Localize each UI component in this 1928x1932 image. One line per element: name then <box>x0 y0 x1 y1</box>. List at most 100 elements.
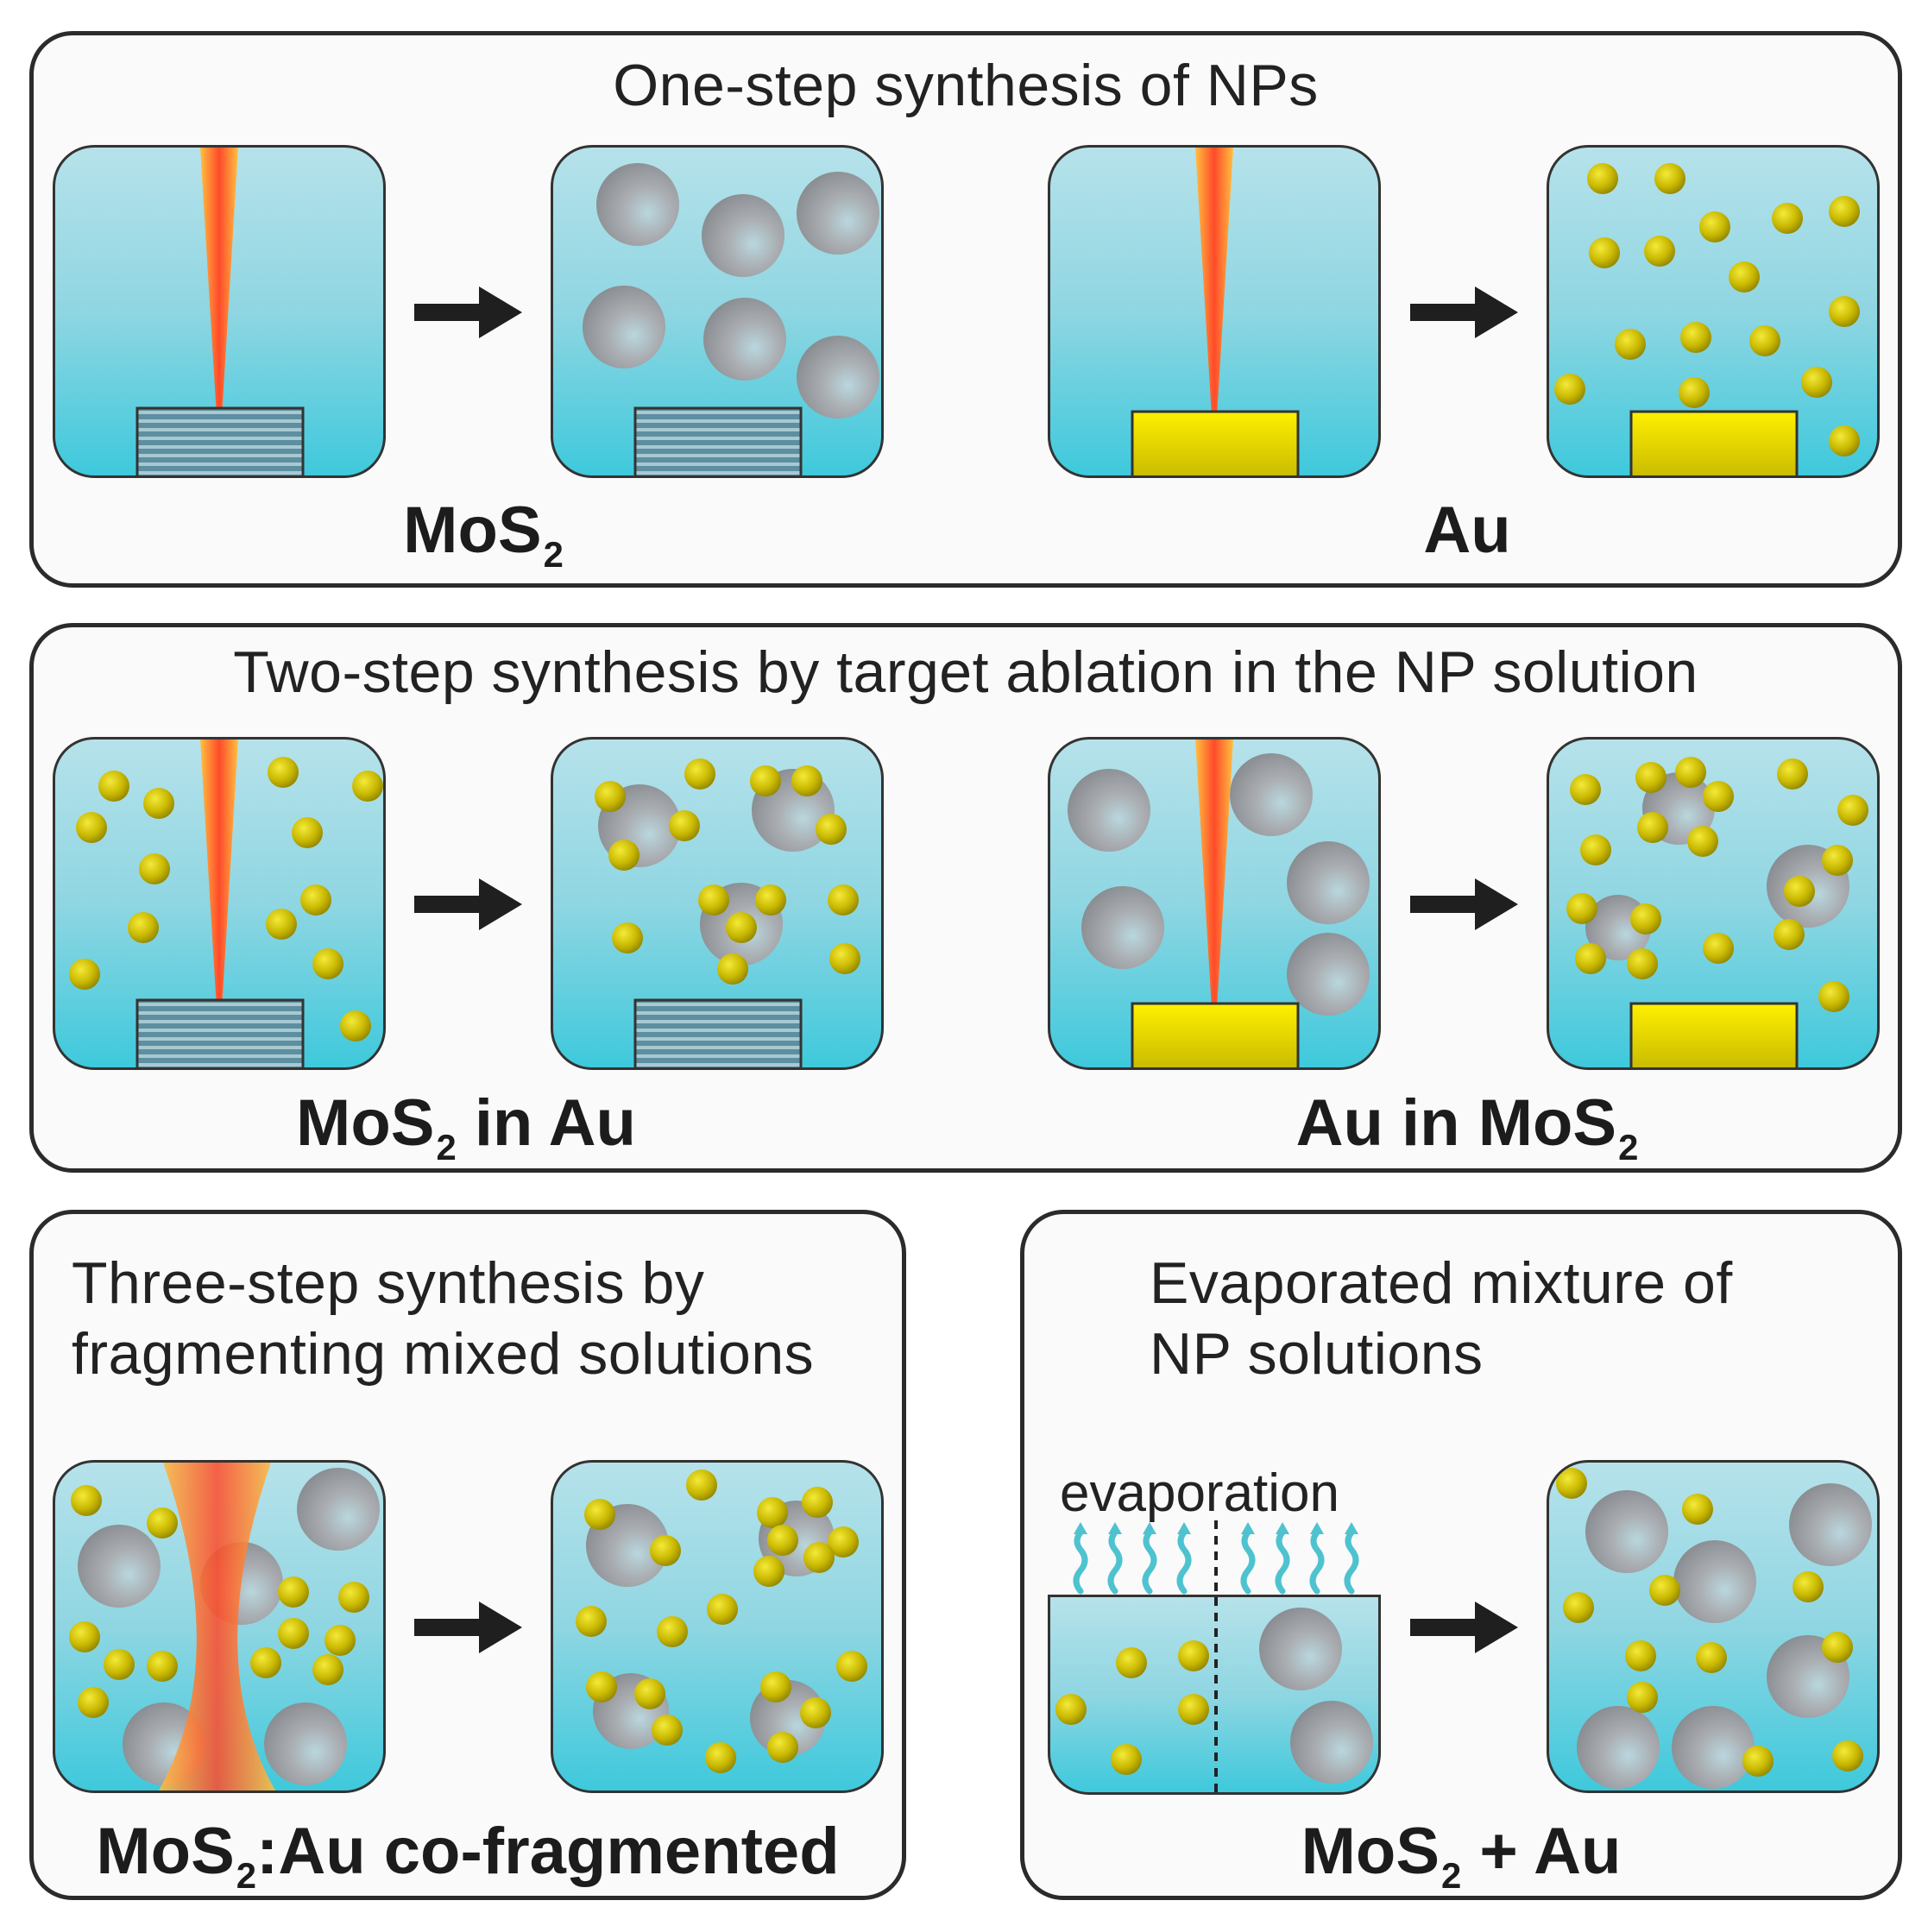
beaker-mixed-fragmentation <box>53 1460 386 1793</box>
mos2-nanoparticle-icon <box>583 286 665 368</box>
au-nanoparticle-icon <box>1635 762 1667 793</box>
mos2-nanoparticle-icon <box>1287 933 1370 1016</box>
au-nanoparticles <box>69 1485 369 1718</box>
au-nanoparticle-icon <box>147 1651 178 1682</box>
au-nanoparticle-icon <box>595 781 626 812</box>
au-nanoparticle-icon <box>802 1487 833 1518</box>
au-nanoparticle-icon <box>312 1654 343 1685</box>
panel-title-line-2: fragmenting mixed solutions <box>72 1321 815 1387</box>
au-nanoparticle-icon <box>1111 1744 1142 1775</box>
au-nanoparticle-icon <box>324 1625 356 1656</box>
au-nanoparticle-icon <box>1822 845 1853 876</box>
au-nanoparticle-icon <box>1625 1640 1656 1671</box>
laser-beam-icon <box>1195 739 1233 1009</box>
panel-title: One-step synthesis of NPs <box>613 53 1319 118</box>
au-nanoparticle-icon <box>757 1497 788 1528</box>
au-nanoparticle-icon <box>352 771 383 802</box>
au-nanoparticle-icon <box>1793 1571 1824 1602</box>
au-nanoparticle-icon <box>266 909 297 940</box>
laser-beam-icon <box>1195 148 1233 417</box>
au-nanoparticle-icon <box>755 884 786 916</box>
au-nanoparticle-icon <box>760 1671 791 1702</box>
au-nanoparticles <box>1556 1468 1863 1777</box>
au-target-icon <box>1629 1002 1799 1067</box>
mos2-nanoparticle-icon <box>1287 841 1370 924</box>
au-nanoparticle-icon <box>340 1010 371 1042</box>
mos2-nanoparticle-icon <box>797 336 879 418</box>
au-nanoparticle-icon <box>684 758 715 790</box>
beaker-scene <box>583 163 879 475</box>
au-nanoparticle-icon <box>828 1526 859 1558</box>
au-nanoparticle-icon <box>1801 367 1832 398</box>
au-nanoparticles <box>1055 1640 1209 1775</box>
au-nanoparticle-icon <box>292 817 323 848</box>
au-nanoparticle-icon <box>104 1649 135 1680</box>
mos2-nanoparticle-icon <box>78 1525 161 1608</box>
au-nanoparticle-icon <box>705 1742 736 1773</box>
vapor-wave-icon <box>1344 1529 1359 1595</box>
beaker-scene <box>69 1463 380 1790</box>
mos2-nanoparticle-icon <box>702 194 784 277</box>
au-nanoparticle-icon <box>1696 1642 1727 1673</box>
au-nanoparticle-icon <box>278 1618 309 1649</box>
laser-beam-icon <box>200 148 238 417</box>
au-nanoparticle-icon <box>726 912 757 943</box>
mos2-nanoparticle-icon <box>1789 1483 1872 1566</box>
au-nanoparticle-icon <box>1772 203 1803 234</box>
process-arrow-icon <box>414 286 522 338</box>
panel-title: Two-step synthesis by target ablation in… <box>233 639 1698 705</box>
au-nanoparticle-icon <box>76 812 107 843</box>
au-nanoparticle-icon <box>1630 903 1661 935</box>
au-nanoparticle-icon <box>268 757 299 788</box>
au-nanoparticle-icon <box>1556 1468 1587 1499</box>
vapor-wave-icon <box>1309 1529 1325 1595</box>
au-nanoparticle-icon <box>1703 781 1734 812</box>
beaker-au-in-mos2-result <box>1547 737 1880 1070</box>
panel-title-line-2: NP solutions <box>1150 1321 1484 1387</box>
vapor-wave-icon <box>1240 1529 1256 1595</box>
au-nanoparticle-icon <box>78 1687 109 1718</box>
au-nanoparticle-icon <box>791 765 822 796</box>
mos2-nanoparticle-icon <box>1672 1706 1755 1789</box>
label-au-in-mos2: Au in MoS2 <box>1295 1086 1639 1167</box>
au-nanoparticle-icon <box>767 1732 798 1763</box>
au-nanoparticle-icon <box>300 884 331 916</box>
au-nanoparticle-icon <box>1563 1592 1594 1623</box>
au-nanoparticle-icon <box>1742 1746 1774 1777</box>
mos2-nanoparticle-icon <box>1585 1490 1668 1573</box>
beaker-scene <box>1566 757 1868 1067</box>
au-nanoparticle-icon <box>829 943 860 974</box>
beaker-au-nps <box>1547 145 1880 478</box>
au-nanoparticle-icon <box>1703 933 1734 964</box>
laser-beam-icon <box>200 739 238 1009</box>
au-target-icon <box>1131 1002 1300 1067</box>
au-nanoparticle-icon <box>147 1507 178 1539</box>
au-nanoparticle-icon <box>816 814 847 845</box>
au-nanoparticle-icon <box>143 788 174 819</box>
au-nanoparticle-icon <box>698 884 729 916</box>
au-nanoparticle-icon <box>767 1525 798 1556</box>
mos2-target-icon <box>135 998 305 1067</box>
au-nanoparticle-icon <box>657 1616 688 1647</box>
beaker-scene <box>135 148 305 475</box>
au-nanoparticle-icon <box>1644 236 1675 267</box>
au-nanoparticles <box>1554 163 1860 456</box>
au-nanoparticle-icon <box>1749 325 1780 356</box>
au-nanoparticle-icon <box>1829 425 1860 456</box>
au-nanoparticle-icon <box>750 765 781 796</box>
au-nanoparticle-icon <box>1178 1694 1209 1725</box>
au-nanoparticle-icon <box>608 840 640 871</box>
au-nanoparticle-icon <box>650 1535 681 1566</box>
au-nanoparticle-icon <box>1679 377 1710 408</box>
au-nanoparticle-icon <box>1687 826 1718 857</box>
au-nanoparticle-icon <box>98 771 129 802</box>
vapor-wave-icon <box>1142 1529 1157 1595</box>
au-nanoparticle-icon <box>828 884 859 916</box>
au-nanoparticle-icon <box>338 1582 369 1613</box>
beaker-co-fragmented <box>551 1460 884 1793</box>
au-nanoparticle-icon <box>1649 1575 1680 1606</box>
beaker-mos2-in-au-result <box>551 737 884 1070</box>
beaker-scene <box>1556 1468 1872 1789</box>
beaker-mos2-in-au-ablation <box>53 737 386 1070</box>
au-nanoparticles <box>1566 757 1868 1012</box>
